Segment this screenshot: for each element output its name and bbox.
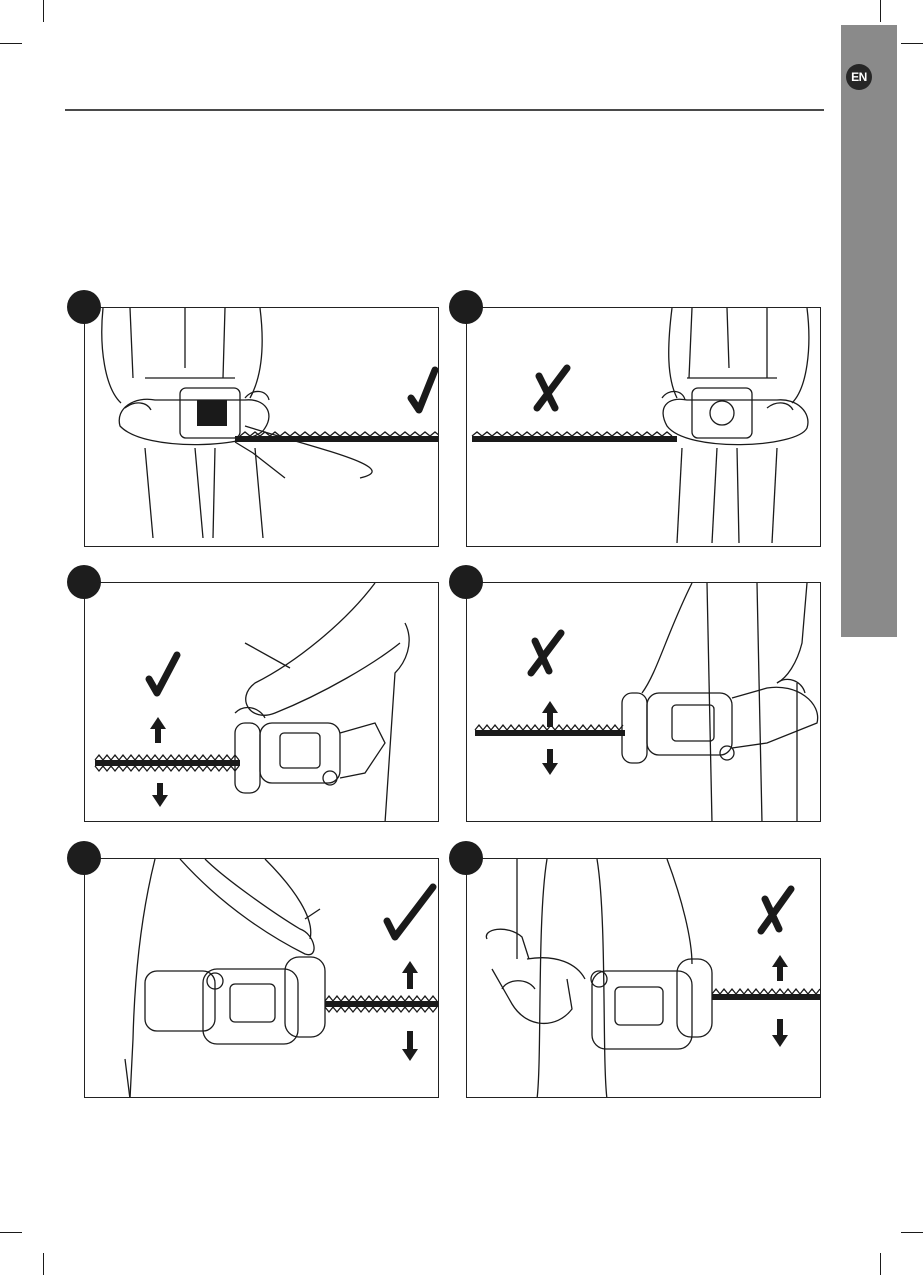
figure-3-illustration: [85, 583, 439, 822]
step-marker-2: [449, 290, 483, 324]
check-mark-icon: [149, 655, 177, 693]
cross-mark-icon: [537, 368, 567, 408]
down-arrow-icon: [542, 749, 558, 775]
figure-2-illustration: [467, 308, 821, 547]
figure-1: [84, 307, 439, 547]
language-side-tab: [841, 25, 897, 637]
figure-3: [84, 582, 439, 822]
cross-mark-icon: [761, 889, 791, 931]
up-arrow-icon: [150, 717, 166, 743]
figure-6: [466, 858, 821, 1098]
cross-mark-icon: [531, 633, 561, 673]
step-marker-6: [449, 841, 483, 875]
down-arrow-icon: [402, 1031, 418, 1061]
header-rule: [65, 109, 824, 111]
step-marker-1: [67, 290, 101, 324]
down-arrow-icon: [152, 783, 168, 807]
up-arrow-icon: [542, 701, 558, 727]
check-mark-icon: [411, 370, 435, 410]
language-badge: EN: [846, 64, 872, 90]
crop-mark: [880, 1253, 881, 1275]
crop-mark: [901, 1232, 923, 1233]
figure-2: [466, 307, 821, 547]
crop-mark: [880, 0, 881, 22]
step-marker-5: [67, 841, 101, 875]
figure-5-illustration: [85, 859, 439, 1098]
down-arrow-icon: [772, 1019, 788, 1047]
crop-mark: [901, 43, 923, 44]
figure-6-illustration: [467, 859, 821, 1098]
step-marker-3: [67, 565, 101, 599]
crop-mark: [0, 43, 22, 44]
crop-mark: [43, 0, 44, 22]
up-arrow-icon: [772, 955, 788, 981]
figure-4-illustration: [467, 583, 821, 822]
up-arrow-icon: [402, 961, 418, 989]
figure-1-illustration: [85, 308, 439, 547]
step-marker-4: [449, 565, 483, 599]
figure-4: [466, 582, 821, 822]
figure-5: [84, 858, 439, 1098]
crop-mark: [0, 1232, 22, 1233]
check-mark-icon: [387, 887, 433, 937]
crop-mark: [43, 1253, 44, 1275]
